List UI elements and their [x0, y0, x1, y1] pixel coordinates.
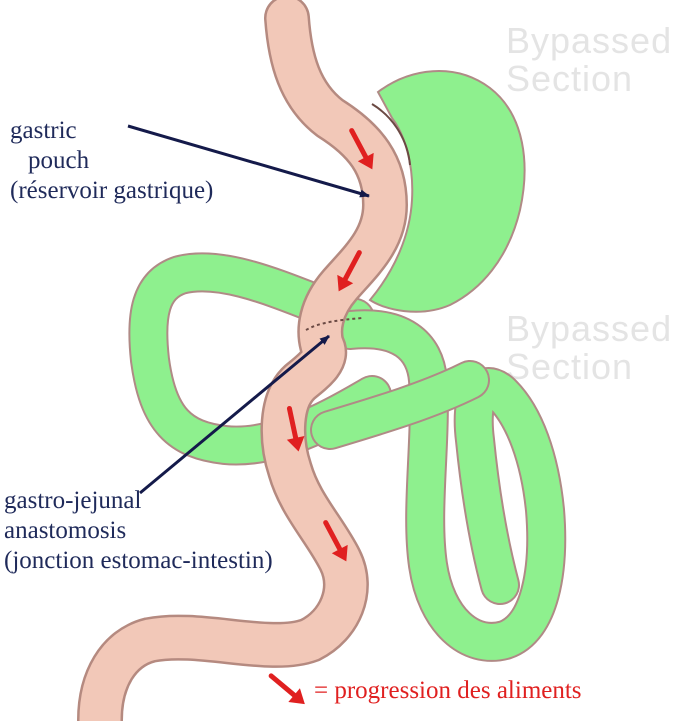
legend-text: = progression des aliments	[314, 677, 582, 704]
pointer-anastomosis	[139, 334, 330, 495]
bypassed-bowel-crossing	[312, 362, 488, 448]
arrow-head	[331, 544, 348, 562]
arrow-shaft	[286, 405, 299, 445]
flow-arrow	[286, 405, 305, 452]
bypassed-section-label-upper: Bypassed Section	[506, 22, 672, 98]
arrow-head	[357, 152, 374, 170]
arrow-head	[288, 688, 305, 705]
pointer-gastric-pouch	[127, 124, 370, 198]
label-line: pouch	[28, 147, 90, 174]
arrow-shaft	[268, 673, 300, 701]
arrow-head	[286, 435, 305, 452]
label-line: (réservoir gastrique)	[10, 177, 214, 204]
flow-arrow	[337, 250, 362, 292]
arrow-head	[337, 274, 354, 292]
staple-gap-line	[371, 103, 411, 166]
ghost-line: Bypassed	[506, 20, 673, 61]
label-line: gastric	[10, 117, 77, 144]
arrow-shaft	[323, 520, 345, 556]
anastomosis-label: gastro-jejunal anastomosis (jonction est…	[4, 486, 273, 576]
anastomosis-staple-line	[305, 317, 363, 331]
label-line: gastro-jejunal	[4, 487, 142, 514]
bypassed-section-label-lower: Bypassed Section	[506, 310, 672, 386]
red-arrow-icon	[268, 673, 305, 705]
bypassed-stomach	[368, 70, 526, 313]
arrow-shaft	[340, 250, 362, 286]
flow-arrow	[349, 128, 374, 170]
arrow-shaft	[349, 128, 371, 164]
flow-arrow	[323, 520, 348, 562]
ghost-line: Section	[506, 346, 634, 387]
label-line: (jonction estomac-intestin)	[4, 547, 273, 574]
esophagus-pouch-jejunum	[79, 0, 406, 721]
gastric-pouch-label: gastric pouch (réservoir gastrique)	[10, 116, 213, 206]
ghost-line: Section	[506, 58, 634, 99]
ghost-line: Bypassed	[506, 308, 673, 349]
label-line: anastomosis	[4, 517, 127, 544]
